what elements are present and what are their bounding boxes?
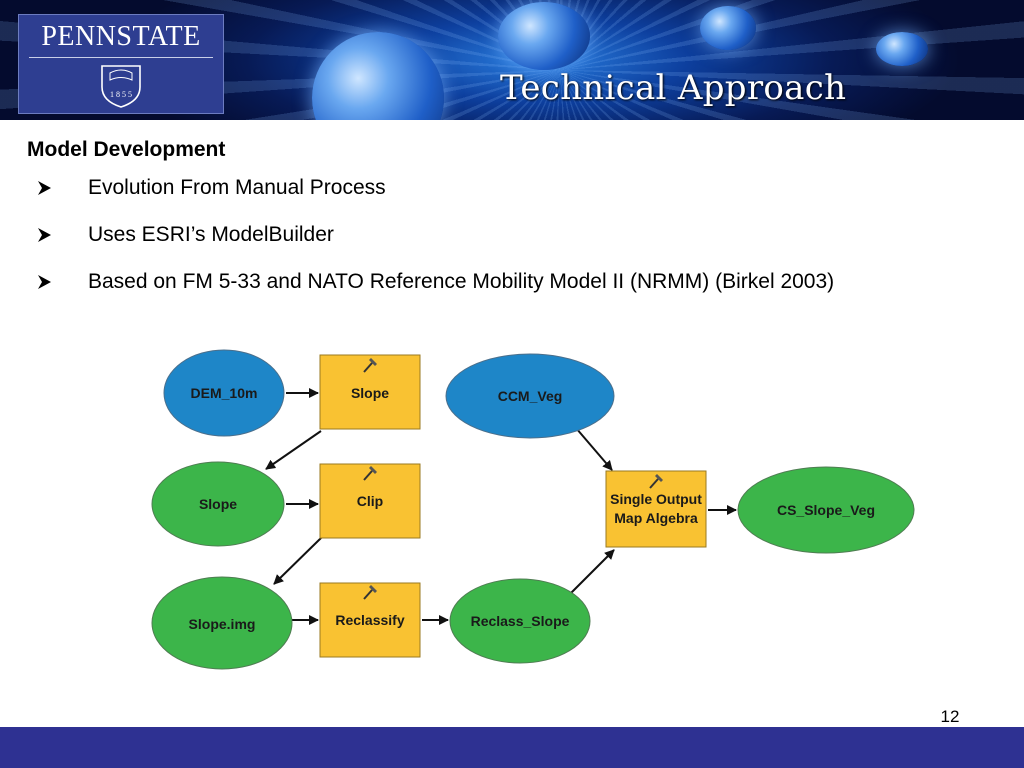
hammer-icon <box>363 358 377 373</box>
slope-tool-label: Slope <box>351 385 389 401</box>
section-title: Model Development <box>27 138 226 161</box>
bullet-text: Uses ESRI’s ModelBuilder <box>88 223 334 246</box>
clip-tool-label: Clip <box>357 493 383 509</box>
globe-image <box>876 32 928 66</box>
reclassify-tool-node <box>319 582 421 658</box>
globe-image <box>498 2 590 70</box>
header-banner: PENNSTATE 1 8 5 5 Technical Approach <box>0 0 1024 120</box>
flow-arrow <box>575 427 613 471</box>
flow-arrow <box>265 430 322 470</box>
hammer-icon <box>649 474 663 489</box>
bullet-text: Based on FM 5-33 and NATO Reference Mobi… <box>88 270 835 293</box>
dem-10m-node <box>163 349 285 437</box>
ccm-veg-node <box>445 353 615 439</box>
bullet-text: Evolution From Manual Process <box>88 176 386 199</box>
modelbuilder-diagram: DEM_10m Slope CCM_Veg Slope Clip Single … <box>151 349 915 670</box>
hammer-icon <box>363 585 377 600</box>
logo-divider <box>29 57 213 58</box>
map-algebra-label-line2: Map Algebra <box>614 510 698 526</box>
logo-wordmark: PENNSTATE <box>41 21 201 52</box>
slide-title: Technical Approach <box>500 68 847 108</box>
clip-tool-node <box>319 463 421 539</box>
arrow-bullet-icon <box>38 275 51 289</box>
slope-node <box>151 461 285 547</box>
flow-arrow <box>273 537 322 585</box>
ccm-veg-label: CCM_Veg <box>498 388 563 404</box>
hammer-icon <box>363 466 377 481</box>
arrow-bullet-icon <box>38 181 51 195</box>
reclass-slope-label: Reclass_Slope <box>471 613 570 629</box>
page-number: 12 <box>940 707 960 726</box>
slope-label: Slope <box>199 496 237 512</box>
flow-arrow <box>567 549 615 597</box>
slope-img-label: Slope.img <box>189 616 256 632</box>
slope-img-node <box>151 576 293 670</box>
footer-bar <box>0 727 1024 768</box>
cs-slope-veg-label: CS_Slope_Veg <box>777 502 875 518</box>
dem-10m-label: DEM_10m <box>191 385 258 401</box>
logo-year: 1 8 5 5 <box>110 90 132 99</box>
reclass-slope-node <box>449 578 591 664</box>
slope-tool-node <box>319 354 421 430</box>
arrow-bullet-icon <box>38 228 51 242</box>
shield-icon: 1 8 5 5 <box>101 65 141 108</box>
reclassify-tool-label: Reclassify <box>335 612 404 628</box>
map-algebra-label-line1: Single Output <box>610 491 702 507</box>
globe-image <box>700 6 756 50</box>
cs-slope-veg-node <box>737 466 915 554</box>
pennstate-logo: PENNSTATE 1 8 5 5 <box>18 14 224 114</box>
map-algebra-tool-node <box>605 470 707 548</box>
